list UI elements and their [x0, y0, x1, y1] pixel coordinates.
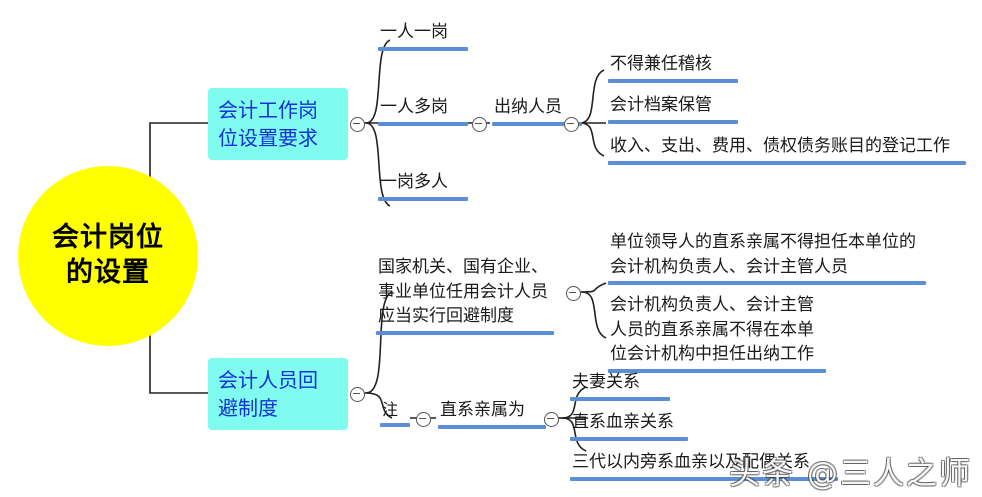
leaf-underline — [608, 78, 738, 83]
leaf-no-concurrent-audit[interactable]: 不得兼任稽核 — [608, 52, 738, 83]
branch-label: 会计人员回 避制度 — [218, 367, 318, 420]
branch-node-accountant-avoidance-system[interactable]: 会计人员回 避制度 — [208, 358, 348, 430]
leaf-underline — [608, 119, 738, 124]
branch-label: 会计工作岗 位设置要求 — [218, 97, 318, 150]
topic-note[interactable]: 注 — [380, 398, 410, 428]
leaf-label: 三代以内旁系血亲以及配偶关系 — [572, 452, 810, 472]
collapse-toggle-immediate-relatives-definition[interactable] — [544, 412, 559, 427]
collapse-toggle-state-organs-avoidance-rule[interactable] — [566, 286, 581, 301]
leaf-label: 不得兼任稽核 — [610, 54, 712, 74]
topic-label: 一人一岗 — [380, 22, 448, 42]
topic-underline — [376, 330, 554, 335]
topic-underline — [378, 196, 468, 201]
leaf-underline — [570, 396, 670, 401]
leaf-label: 会计机构负责人、会计主管 人员的直系亲属不得在本单 位会计机构中担任出纳工作 — [610, 295, 814, 365]
topic-immediate-relatives-definition[interactable]: 直系亲属为 — [438, 398, 546, 429]
topic-label: 直系亲属为 — [440, 400, 525, 420]
topic-label: 一岗多人 — [380, 172, 448, 192]
branch-node-accounting-post-requirements[interactable]: 会计工作岗 位设置要求 — [208, 88, 348, 160]
leaf-label: 收入、支出、费用、债权债务账目的登记工作 — [610, 136, 950, 156]
topic-one-post-many-people[interactable]: 一岗多人 — [378, 170, 468, 201]
leaf-accounting-archives-custody[interactable]: 会计档案保管 — [608, 93, 738, 124]
topic-label: 一人多岗 — [380, 97, 448, 117]
topic-underline — [378, 121, 468, 126]
topic-underline — [380, 423, 410, 428]
topic-one-person-many-posts[interactable]: 一人多岗 — [378, 95, 468, 126]
leaf-label: 夫妻关系 — [572, 372, 640, 392]
topic-underline — [438, 424, 546, 429]
collapse-toggle-branch-1[interactable] — [350, 117, 365, 132]
leaf-income-expense-registration[interactable]: 收入、支出、费用、债权债务账目的登记工作 — [608, 134, 966, 165]
topic-one-person-one-post[interactable]: 一人一岗 — [378, 20, 468, 51]
leaf-label: 单位领导人的直系亲属不得担任本单位的 会计机构负责人、会计主管人员 — [610, 232, 916, 277]
topic-label: 国家机关、国有企业、 事业单位任用会计人员 应当实行回避制度 — [378, 257, 548, 327]
leaf-lineal-blood-relationship[interactable]: 直系血亲关系 — [570, 410, 688, 441]
collapse-toggle-one-person-many-posts[interactable] — [472, 117, 487, 132]
leaf-spousal-relationship[interactable]: 夫妻关系 — [570, 370, 670, 401]
collapse-toggle-branch-2[interactable] — [350, 387, 365, 402]
watermark: 头条 @三人之师 — [729, 456, 972, 492]
leaf-underline — [608, 281, 926, 286]
topic-state-organs-avoidance-rule[interactable]: 国家机关、国有企业、 事业单位任用会计人员 应当实行回避制度 — [376, 255, 554, 335]
leaf-leader-relatives-restriction[interactable]: 单位领导人的直系亲属不得担任本单位的 会计机构负责人、会计主管人员 — [608, 230, 926, 286]
collapse-toggle-cashier-personnel[interactable] — [564, 117, 579, 132]
leaf-head-relatives-cashier-restriction[interactable]: 会计机构负责人、会计主管 人员的直系亲属不得在本单 位会计机构中担任出纳工作 — [608, 293, 826, 373]
leaf-label: 直系血亲关系 — [572, 412, 674, 432]
collapse-toggle-note[interactable] — [416, 412, 431, 427]
leaf-underline — [570, 436, 688, 441]
leaf-underline — [570, 476, 838, 481]
topic-underline — [378, 46, 468, 51]
topic-cashier-personnel[interactable]: 出纳人员 — [492, 95, 582, 126]
leaf-collateral-blood-and-spouse-relationship[interactable]: 三代以内旁系血亲以及配偶关系 — [570, 450, 838, 481]
leaf-underline — [608, 368, 826, 373]
topic-label: 出纳人员 — [494, 97, 562, 117]
root-label: 会计岗位 的设置 — [52, 222, 164, 288]
leaf-label: 会计档案保管 — [610, 95, 712, 115]
leaf-underline — [608, 160, 966, 165]
topic-label: 注 — [382, 400, 399, 419]
topic-underline — [492, 121, 582, 126]
root-node[interactable]: 会计岗位 的设置 — [18, 166, 198, 346]
